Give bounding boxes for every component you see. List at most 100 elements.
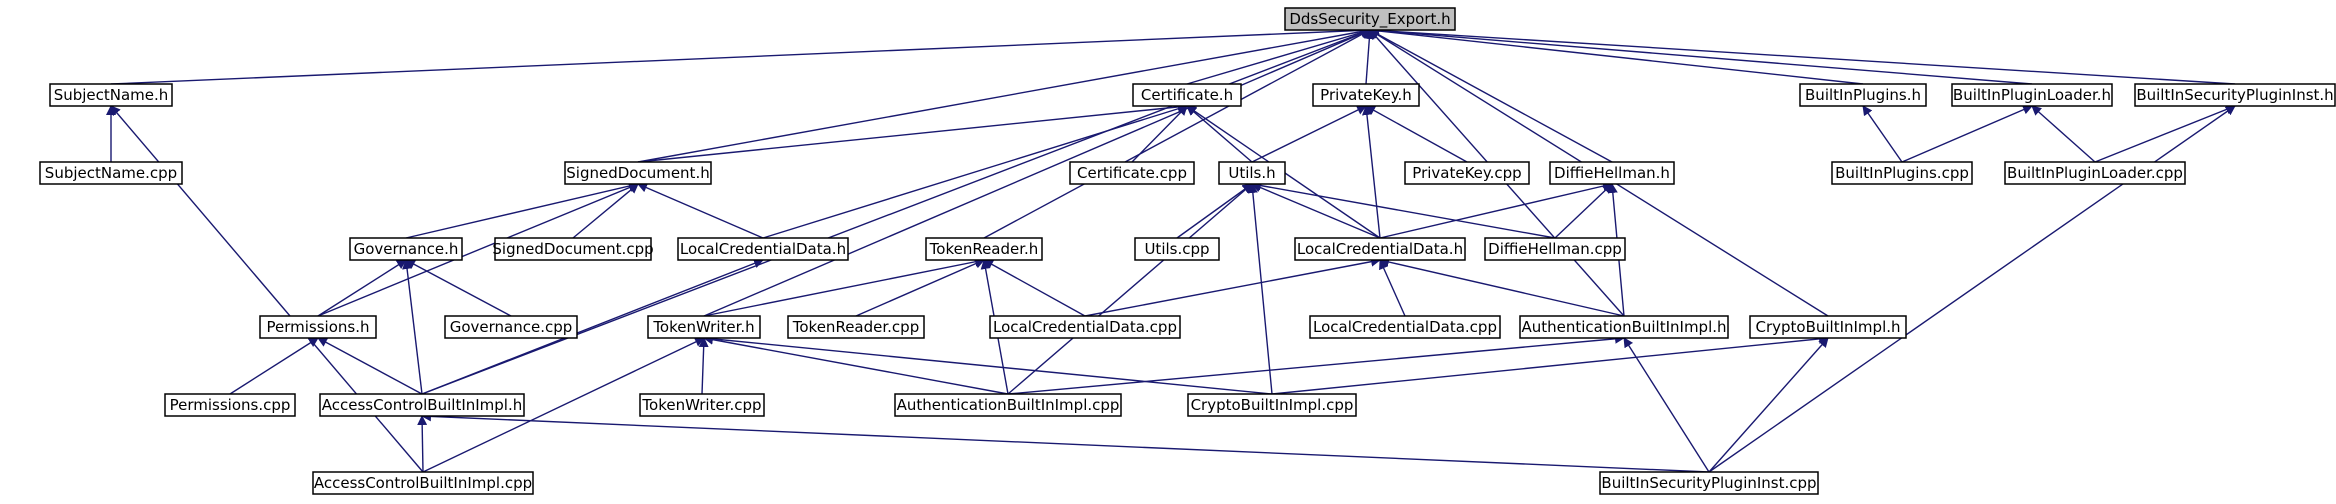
node-authenticationbuiltinimpl-cpp[interactable]: AuthenticationBuiltInImpl.cpp — [894, 393, 1122, 417]
node-authenticationbuiltinimpl-h[interactable]: AuthenticationBuiltInImpl.h — [1519, 315, 1729, 339]
node-box[interactable] — [1187, 393, 1357, 417]
node-tokenwriter-h[interactable]: TokenWriter.h — [647, 315, 761, 339]
node-label: LocalCredentialData.cpp — [1313, 318, 1497, 336]
node-box[interactable] — [1134, 237, 1220, 261]
node-governance-cpp[interactable]: Governance.cpp — [444, 315, 578, 339]
node-accesscontrolbuiltinimpl-h[interactable]: AccessControlBuiltInImpl.h — [319, 393, 525, 417]
node-builtinsecurityplugininst-cpp[interactable]: BuiltInSecurityPluginInst.cpp — [1599, 471, 1819, 495]
node-label: TokenWriter.cpp — [641, 396, 761, 414]
edge-authenticationbuiltinimpl-h-to-localcredentialdata-h — [1379, 257, 1625, 317]
edge-line — [1369, 26, 1864, 85]
node-box[interactable] — [494, 237, 652, 261]
edge-accesscontrolbuiltinimpl-cpp-to-subjectname-h — [110, 105, 424, 473]
edge-line — [703, 28, 1371, 317]
node-localcredentialdata-h[interactable]: LocalCredentialData.h — [1294, 237, 1466, 261]
node-box[interactable] — [259, 315, 377, 339]
node-box[interactable] — [1831, 161, 1973, 185]
node-box[interactable] — [39, 161, 183, 185]
node-ddssecurity-export-h-root[interactable]: DdsSecurity_Export.h — [1284, 7, 1456, 31]
node-box[interactable] — [1294, 237, 1466, 261]
node-certificate-cpp[interactable]: Certificate.cpp — [1069, 161, 1195, 185]
node-privatekey-cpp[interactable]: PrivateKey.cpp — [1404, 161, 1530, 185]
node-box[interactable] — [1132, 83, 1242, 107]
edge-signeddocument-cpp-to-signeddocument-h — [572, 183, 639, 239]
edge-permissions-h-to-signeddocument-h — [317, 182, 639, 317]
node-diffiehellman-h[interactable]: DiffieHellman.h — [1549, 161, 1675, 185]
node-utils-h[interactable]: Utils.h — [1218, 161, 1286, 185]
node-box[interactable] — [164, 393, 296, 417]
edge-localcredentialdata-h-to-certificate-h — [762, 103, 1188, 239]
node-permissions-cpp[interactable]: Permissions.cpp — [164, 393, 296, 417]
node-box[interactable] — [564, 161, 712, 185]
node-box[interactable] — [1519, 315, 1729, 339]
node-diffiehellman-cpp[interactable]: DiffieHellman.cpp — [1484, 237, 1626, 261]
node-box[interactable] — [444, 315, 578, 339]
node-box[interactable] — [349, 237, 463, 261]
node-box[interactable] — [1404, 161, 1530, 185]
node-builtinsecurityplugininst-h[interactable]: BuiltInSecurityPluginInst.h — [2134, 83, 2336, 107]
node-governance-h[interactable]: Governance.h — [349, 237, 463, 261]
edge-localcredentialdata-h-to-utils-h — [1251, 182, 1381, 239]
edge-utils-h-to-certificate-h — [1186, 105, 1253, 163]
node-box[interactable] — [2134, 83, 2336, 107]
edge-line — [110, 25, 1371, 85]
edge-line — [572, 183, 639, 239]
node-tokenwriter-cpp[interactable]: TokenWriter.cpp — [639, 393, 765, 417]
node-cryptobuiltinimpl-h[interactable]: CryptoBuiltInImpl.h — [1749, 315, 1907, 339]
node-box[interactable] — [2004, 161, 2186, 185]
edge-diffiehellman-cpp-to-utils-h — [1251, 180, 1556, 239]
edge-line — [421, 411, 1710, 473]
node-box[interactable] — [989, 315, 1181, 339]
node-accesscontrolbuiltinimpl-cpp[interactable]: AccessControlBuiltInImpl.cpp — [312, 471, 534, 495]
node-localcredentialdata-cpp[interactable]: LocalCredentialData.cpp — [1309, 315, 1501, 339]
node-box[interactable] — [1218, 161, 1286, 185]
node-box[interactable] — [1749, 315, 1907, 339]
edge-line — [2094, 104, 2236, 163]
node-box[interactable] — [312, 471, 534, 495]
node-box[interactable] — [1312, 83, 1420, 107]
node-box[interactable] — [787, 315, 925, 339]
node-privatekey-h[interactable]: PrivateKey.h — [1312, 83, 1420, 107]
node-box[interactable] — [319, 393, 525, 417]
edge-line — [703, 333, 1273, 395]
node-localcredentialdata-h[interactable]: LocalCredentialData.h — [677, 237, 849, 261]
node-cryptobuiltinimpl-cpp[interactable]: CryptoBuiltInImpl.cpp — [1187, 393, 1357, 417]
node-box[interactable] — [49, 83, 173, 107]
node-builtinpluginloader-h[interactable]: BuiltInPluginLoader.h — [1951, 83, 2113, 107]
edge-line — [698, 337, 709, 395]
node-box[interactable] — [1484, 237, 1626, 261]
node-box[interactable] — [1549, 161, 1675, 185]
node-box[interactable] — [1799, 83, 1927, 107]
edge-line — [1176, 183, 1253, 239]
node-box[interactable] — [925, 237, 1043, 261]
node-signeddocument-h[interactable]: SignedDocument.h — [564, 161, 712, 185]
edge-line — [1379, 259, 1406, 317]
edge-line — [1369, 25, 2033, 85]
node-permissions-h[interactable]: Permissions.h — [259, 315, 377, 339]
edge-diffiehellman-h-to-ddssecurity-export-h — [1369, 29, 1613, 163]
node-box[interactable] — [1951, 83, 2113, 107]
node-box[interactable] — [647, 315, 761, 339]
node-box[interactable] — [894, 393, 1122, 417]
node-certificate-h[interactable]: Certificate.h — [1132, 83, 1242, 107]
node-tokenreader-cpp[interactable]: TokenReader.cpp — [787, 315, 925, 339]
edge-governance-cpp-to-governance-h — [405, 259, 512, 317]
node-utils-cpp[interactable]: Utils.cpp — [1134, 237, 1220, 261]
node-builtinplugins-h[interactable]: BuiltInPlugins.h — [1799, 83, 1927, 107]
edge-line — [1186, 105, 1253, 163]
node-label: Permissions.h — [267, 318, 370, 336]
node-box[interactable] — [677, 237, 849, 261]
node-signeddocument-cpp[interactable]: SignedDocument.cpp — [492, 237, 654, 261]
node-subjectname-cpp[interactable]: SubjectName.cpp — [39, 161, 183, 185]
node-box[interactable] — [1599, 471, 1819, 495]
node-box[interactable] — [639, 393, 765, 417]
node-subjectname-h[interactable]: SubjectName.h — [49, 83, 173, 107]
node-localcredentialdata-cpp[interactable]: LocalCredentialData.cpp — [989, 315, 1181, 339]
edge-line — [1379, 181, 1613, 239]
node-builtinpluginloader-cpp[interactable]: BuiltInPluginLoader.cpp — [2004, 161, 2186, 185]
node-box[interactable] — [1284, 7, 1456, 31]
node-box[interactable] — [1309, 315, 1501, 339]
node-builtinplugins-cpp[interactable]: BuiltInPlugins.cpp — [1831, 161, 1973, 185]
node-tokenreader-h[interactable]: TokenReader.h — [925, 237, 1043, 261]
node-box[interactable] — [1069, 161, 1195, 185]
